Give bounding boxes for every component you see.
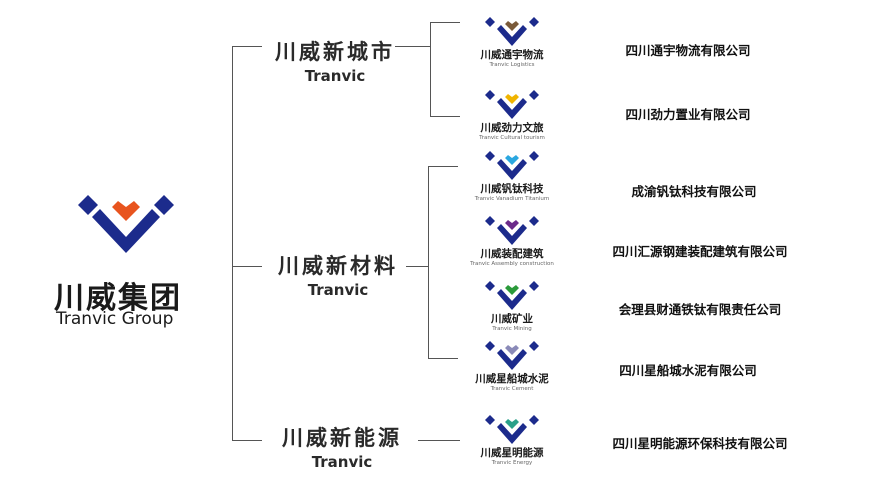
- company-name: 成渝钒钛科技有限公司: [631, 184, 757, 199]
- division-name-en: Tranvic: [307, 281, 369, 299]
- logo-vanadium-titanium: 川威钒钛科技 Tranvic Vanadium Titanium: [462, 150, 562, 208]
- sub-logo-name-en: Tranvic Mining: [492, 326, 532, 332]
- branch-line-energy: [232, 440, 262, 441]
- tranvic-mark-icon: [485, 151, 539, 180]
- division-name-cn: 川威新材料: [278, 254, 398, 278]
- leaf-line: [430, 22, 460, 23]
- division-name-en: Tranvic: [304, 67, 366, 85]
- company-name: 四川劲力置业有限公司: [625, 107, 751, 122]
- tranvic-mark-icon: [78, 195, 174, 253]
- logo-mining: 川威矿业 Tranvic Mining: [462, 280, 562, 338]
- bracket-materials: [428, 166, 429, 358]
- sub-logo-name-cn: 川威劲力文旅: [480, 122, 544, 134]
- division-new-city: 川威新城市 Tranvic: [255, 36, 415, 85]
- sub-logo-name-en: Tranvic Assembly construction: [470, 261, 554, 267]
- branch-line-city: [232, 46, 262, 47]
- company-name: 四川汇源钢建装配建筑有限公司: [612, 244, 788, 259]
- company-name: 四川星船城水泥有限公司: [619, 363, 757, 378]
- logo-tongyu-logistics: 川威通宇物流 Tranvic Logistics: [462, 16, 562, 74]
- sub-logo-name-cn: 川威星船城水泥: [475, 373, 549, 385]
- leaf-line: [430, 116, 460, 117]
- sub-logo-name-en: Tranvic Vanadium Titanium: [474, 196, 550, 202]
- company-name: 四川通宇物流有限公司: [625, 43, 751, 58]
- trunk-line: [232, 46, 233, 440]
- tranvic-mark-icon: [485, 341, 539, 370]
- tranvic-mark-icon: [485, 281, 539, 310]
- tranvic-mark-icon: [485, 216, 539, 245]
- tranvic-mark-icon: [485, 90, 539, 119]
- sub-logo-name-cn: 川威星明能源: [480, 447, 544, 459]
- sub-logo-name-cn: 川威钒钛科技: [480, 183, 544, 195]
- leaf-line: [428, 166, 458, 167]
- connector-city: [395, 46, 430, 47]
- sub-logo-name-cn: 川威矿业: [491, 313, 533, 325]
- division-name-cn: 川威新能源: [282, 426, 402, 450]
- sub-logo-name-cn: 川威装配建筑: [480, 248, 544, 260]
- group-name-cn: 川威集团: [54, 281, 182, 316]
- division-name-cn: 川威新城市: [275, 40, 395, 64]
- bracket-city: [430, 22, 431, 116]
- leaf-line: [428, 358, 458, 359]
- logo-energy: 川威星明能源 Tranvic Energy: [462, 414, 562, 472]
- sub-logo-name-en: Tranvic Logistics: [489, 62, 535, 68]
- company-name: 会理县财通铁钛有限责任公司: [618, 302, 782, 317]
- group-name-en: Tranvic Group: [56, 309, 174, 329]
- sub-logo-name-en: Tranvic Cultural tourism: [479, 135, 545, 141]
- sub-logo-name-en: Tranvic Energy: [491, 460, 533, 466]
- sub-logo-name-en: Tranvic Cement: [490, 386, 534, 392]
- tranvic-mark-icon: [485, 415, 539, 444]
- connector-energy: [418, 440, 460, 441]
- division-name-en: Tranvic: [311, 453, 373, 471]
- division-new-energy: 川威新能源 Tranvic: [262, 422, 422, 471]
- connector-materials: [406, 266, 428, 267]
- logo-jinli-culture-tourism: 川威劲力文旅 Tranvic Cultural tourism: [462, 89, 562, 147]
- branch-line-materials: [232, 266, 262, 267]
- company-name: 四川星明能源环保科技有限公司: [612, 436, 788, 451]
- logo-cement: 川威星船城水泥 Tranvic Cement: [462, 340, 562, 398]
- sub-logo-name-cn: 川威通宇物流: [480, 49, 544, 61]
- tranvic-mark-icon: [485, 17, 539, 46]
- division-new-materials: 川威新材料 Tranvic: [258, 250, 418, 299]
- logo-assembly-construction: 川威装配建筑 Tranvic Assembly construction: [462, 215, 562, 273]
